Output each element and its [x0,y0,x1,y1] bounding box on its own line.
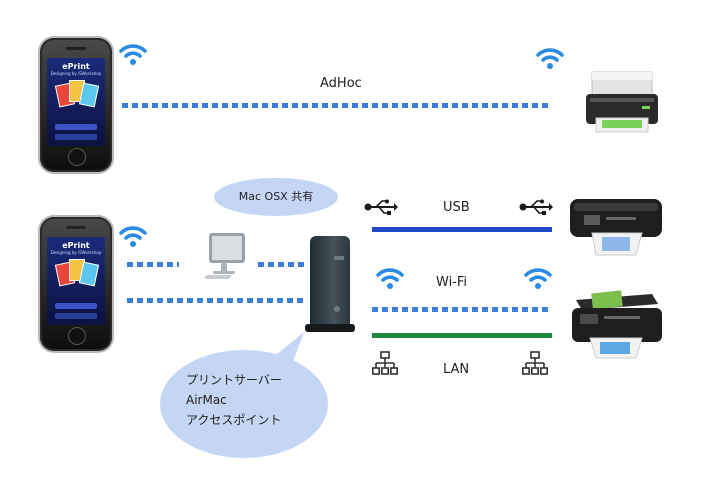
adhoc-label: AdHoc [320,76,362,91]
lan-cable-line [372,333,552,338]
app-artwork [54,80,100,116]
phone-screen: ePrint Designing by iSWorkshop [47,237,105,325]
keyboard [203,275,233,279]
phone-mac-wireless-link [127,262,179,267]
iphone-device-bottom: ePrint Designing by iSWorkshop [40,217,112,351]
wifi-icon [535,44,565,74]
app-artwork [54,259,100,295]
usb-icon [519,199,553,215]
usb-icon [364,199,398,215]
mac-router-link [258,262,304,267]
phone-speaker [66,226,86,229]
wifi-wireless-link [372,307,552,312]
wifi-icon [375,264,405,294]
app-button [55,124,97,130]
iphone-device-top: ePrint Designing by iSWorkshop [40,38,112,172]
multifunction-printer [572,290,662,359]
bubble-tail [270,332,304,364]
app-name: ePrint [62,241,90,250]
home-button [68,327,86,345]
wifi-icon [118,222,148,252]
mac-sharing-label: Mac OSX 共有 [238,190,314,203]
photo-printer-usb [570,199,662,256]
app-button [55,303,97,309]
home-button [68,148,86,166]
router-base [305,324,355,332]
usb-cable-line [372,227,552,232]
airmac-router [310,236,350,328]
print-server-line: アクセスポイント [186,413,282,427]
lan-label: LAN [443,362,470,377]
print-server-line: プリントサーバー [186,373,282,387]
imac-computer [203,233,245,283]
wifi-icon [118,40,148,70]
mac-sharing-bubble: Mac OSX 共有 [214,178,338,216]
app-name: ePrint [62,62,90,71]
phone-screen: ePrint Designing by iSWorkshop [47,58,105,146]
imac-screen [209,233,245,263]
adhoc-wireless-link [122,103,552,108]
app-button [55,134,97,140]
print-server-text: プリントサーバー AirMac アクセスポイント [186,370,282,430]
usb-label: USB [443,200,470,215]
app-subtitle: Designing by iSWorkshop [50,71,102,76]
lan-network-icon [522,351,548,377]
wifi-icon [523,264,553,294]
inkjet-printer [586,71,658,133]
app-button [55,313,97,319]
phone-router-wireless-link [127,298,303,303]
print-server-bubble: プリントサーバー AirMac アクセスポイント [160,350,328,458]
lan-network-icon [372,351,398,377]
wifi-label: Wi-Fi [436,275,468,290]
phone-speaker [66,47,86,50]
app-subtitle: Designing by iSWorkshop [50,250,102,255]
print-server-line: AirMac [186,393,227,407]
